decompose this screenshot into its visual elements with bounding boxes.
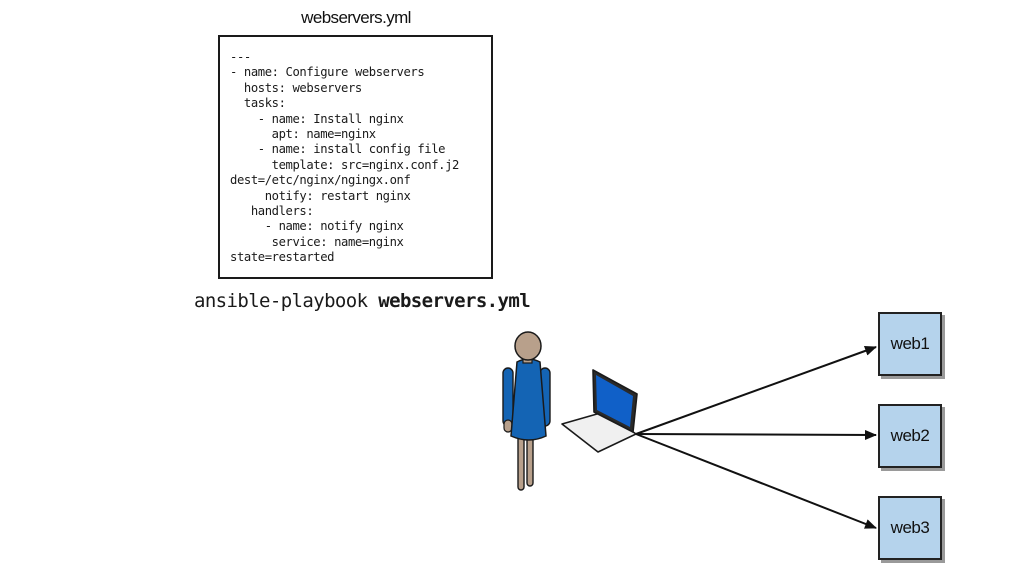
arrow-to-web3 — [635, 433, 877, 529]
arrow-to-web2 — [635, 429, 877, 440]
connection-arrows — [635, 346, 877, 529]
person-head — [514, 331, 542, 361]
server-web2: web2 — [878, 404, 942, 468]
command-program: ansible-playbook — [194, 290, 368, 312]
playbook-code: --- - name: Configure webservers hosts: … — [230, 50, 459, 265]
person-dress — [510, 358, 547, 441]
laptop-icon — [561, 369, 638, 453]
laptop-screen — [596, 375, 633, 427]
person-arm-left — [502, 367, 514, 427]
command-argument: webservers.yml — [378, 290, 531, 312]
playbook-filename: webservers.yml — [301, 8, 411, 27]
person-leg-left — [517, 435, 525, 491]
arrow-to-web1 — [635, 346, 877, 435]
server-web3: web3 — [878, 496, 942, 560]
server-web1: web1 — [878, 312, 942, 376]
command-line: ansible-playbook webservers.yml — [194, 290, 531, 312]
person-figure — [502, 331, 551, 491]
playbook-code-box: --- - name: Configure webservers hosts: … — [218, 35, 493, 279]
person-leg-right — [526, 435, 534, 487]
